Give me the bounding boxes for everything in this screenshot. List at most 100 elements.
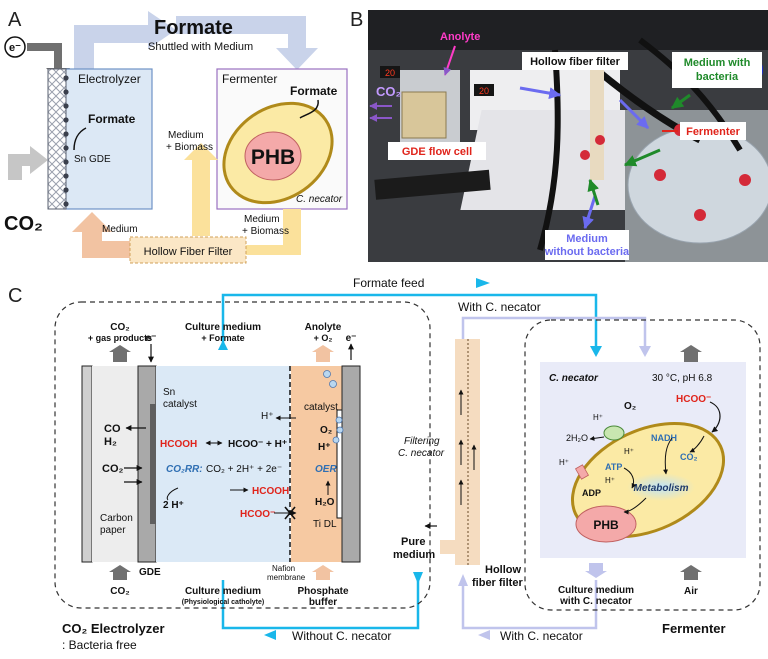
photo-display-right bbox=[474, 84, 494, 96]
fermenter-label-a: Fermenter bbox=[222, 72, 277, 86]
shuttled-label: Shuttled with Medium bbox=[148, 41, 253, 53]
electron-icon bbox=[4, 36, 26, 58]
culture-bottom-label: Culture medium bbox=[185, 586, 261, 597]
anolyte-label-2: + O₂ bbox=[314, 333, 333, 343]
hollow-fiber-outlet bbox=[440, 540, 455, 554]
photo-dark-top bbox=[368, 10, 768, 50]
c-necator-label-a: C. necator bbox=[296, 194, 343, 205]
sn-catalyst-label-1: Sn bbox=[163, 387, 175, 398]
carbon-paper-1: Carbon bbox=[100, 513, 133, 524]
nadh-label: NADH bbox=[651, 433, 677, 443]
green-pointer-1 bbox=[623, 148, 661, 167]
hcooh-mid: HCOOH bbox=[252, 486, 289, 497]
green-pointer-3 bbox=[587, 178, 600, 206]
medium-biomass-right-2: + Biomass bbox=[242, 226, 289, 237]
fermenter-dashed-box bbox=[524, 319, 761, 611]
filter-flow-arrows bbox=[458, 389, 477, 505]
with-cn-top-label: With C. necator bbox=[458, 300, 541, 314]
h-plus-cell-1: H⁺ bbox=[593, 413, 603, 422]
photo-gde-label: GDE flow cell bbox=[402, 146, 472, 158]
hcoo-plus-h: HCOO⁻ + H⁺ bbox=[228, 439, 287, 450]
co2-arrow-a bbox=[8, 146, 48, 180]
anolyte-pointer bbox=[443, 45, 456, 76]
culture-cn-2: with C. necator bbox=[559, 596, 632, 607]
physiological-label: (Physiological catholyte) bbox=[182, 599, 264, 606]
phosphate-up-arrow bbox=[312, 565, 334, 580]
panel-label-b: B bbox=[350, 9, 363, 31]
ti-dl-label: Ti DL bbox=[313, 519, 337, 530]
gas-exhaust-arrow bbox=[680, 345, 702, 362]
phb-granule-a bbox=[244, 131, 302, 181]
co2-cell-arrow bbox=[689, 435, 705, 453]
phosphate-label-1: Phosphate bbox=[297, 586, 349, 597]
right-end-plate bbox=[341, 365, 361, 563]
blue-pointer-1 bbox=[519, 86, 562, 100]
green-pointer-2 bbox=[671, 93, 691, 110]
adp-label: ADP bbox=[582, 488, 601, 498]
bacteria-free-label: : Bacteria free bbox=[62, 638, 137, 652]
oxygen-bubbles bbox=[323, 370, 344, 444]
e-left-label: e⁻ bbox=[146, 333, 157, 344]
hollow-label-c-2: fiber filter bbox=[472, 577, 523, 589]
co2rr-label: CO₂RR: bbox=[166, 464, 203, 475]
nadh-arrow bbox=[663, 437, 673, 475]
formate-feed-arrow bbox=[476, 278, 490, 288]
filtering-label-2: C. necator bbox=[398, 448, 445, 459]
formate-curve bbox=[73, 127, 87, 151]
photo-white-sheet-2 bbox=[460, 110, 662, 210]
blue-pointer-2 bbox=[618, 98, 650, 130]
with-cn-bottom-label: With C. necator bbox=[500, 629, 583, 643]
o2-cell-label: O₂ bbox=[624, 401, 636, 412]
photo-display-left-text: 20 bbox=[385, 68, 395, 78]
h-plus-cell-3: H⁺ bbox=[559, 458, 569, 467]
pure-medium-1: Pure bbox=[401, 536, 425, 548]
h2o-cell-arrow bbox=[589, 435, 605, 441]
oer-label: OER bbox=[315, 464, 337, 475]
two-h-curve bbox=[166, 487, 179, 501]
nafion-label-1: Nafion bbox=[272, 564, 295, 573]
filter-in-head bbox=[458, 574, 468, 586]
medium-biomass-left-1: Medium bbox=[168, 130, 204, 141]
blue-pointer-3 bbox=[582, 195, 597, 230]
phosphate-label-2: buffer bbox=[309, 597, 337, 608]
formate-heading: Formate bbox=[154, 17, 233, 39]
medium-biomass-left-2: + Biomass bbox=[166, 142, 213, 153]
panel-c: C Formate feed With C. necator Without C… bbox=[8, 276, 761, 652]
h2o-label: H₂O bbox=[315, 497, 335, 508]
metabolism-glow bbox=[627, 473, 695, 501]
culture-cn-1: Culture medium bbox=[558, 585, 634, 596]
air-label: Air bbox=[684, 586, 698, 597]
phb-label-a: PHB bbox=[251, 146, 295, 169]
panel-label-c: C bbox=[8, 285, 22, 307]
catalyst-label: catalyst bbox=[304, 402, 338, 413]
electrolyzer-box bbox=[63, 68, 153, 210]
culture-up-head bbox=[218, 340, 228, 350]
co2rr-equation: CO₂ + 2H⁺ + 2e⁻ bbox=[206, 464, 282, 475]
formate-feed-label: Formate feed bbox=[353, 276, 424, 290]
co2-gas-up-arrow bbox=[109, 345, 131, 362]
photo-medium-bacteria-2: bacteria bbox=[696, 71, 739, 83]
filtering-label-1: Filtering bbox=[404, 436, 440, 447]
electron-label: e⁻ bbox=[9, 42, 21, 54]
gde-hatch bbox=[47, 68, 67, 210]
panel-b: B 20 20 Anolyte CO₂ Hollow fiber filter … bbox=[350, 9, 768, 262]
medium-without-bg bbox=[545, 230, 629, 260]
electrolyzer-formate: Formate bbox=[88, 112, 136, 126]
without-cn-line bbox=[221, 575, 420, 630]
co2-gas-label-2: + gas products bbox=[88, 333, 152, 343]
panel-label-a: A bbox=[8, 9, 22, 31]
formate-feed-line bbox=[221, 293, 598, 352]
pure-medium-2: medium bbox=[393, 549, 435, 561]
fermenter-formate: Formate bbox=[290, 84, 338, 98]
sn-catalyst-layer bbox=[150, 404, 159, 524]
conditions-label: 30 °C, pH 6.8 bbox=[652, 373, 713, 384]
hollow-label-bg bbox=[522, 52, 628, 70]
photo-red-clamps bbox=[580, 124, 751, 221]
photo-tubing-3 bbox=[537, 49, 561, 251]
air-arrow bbox=[680, 565, 702, 580]
sn-catalyst-label-2: catalyst bbox=[163, 399, 197, 410]
medium-label-a: Medium bbox=[102, 224, 138, 235]
fermenter-title-c: Fermenter bbox=[662, 621, 726, 636]
formate-flow-arrow-down bbox=[176, 16, 318, 70]
phb-label-c: PHB bbox=[593, 518, 619, 532]
